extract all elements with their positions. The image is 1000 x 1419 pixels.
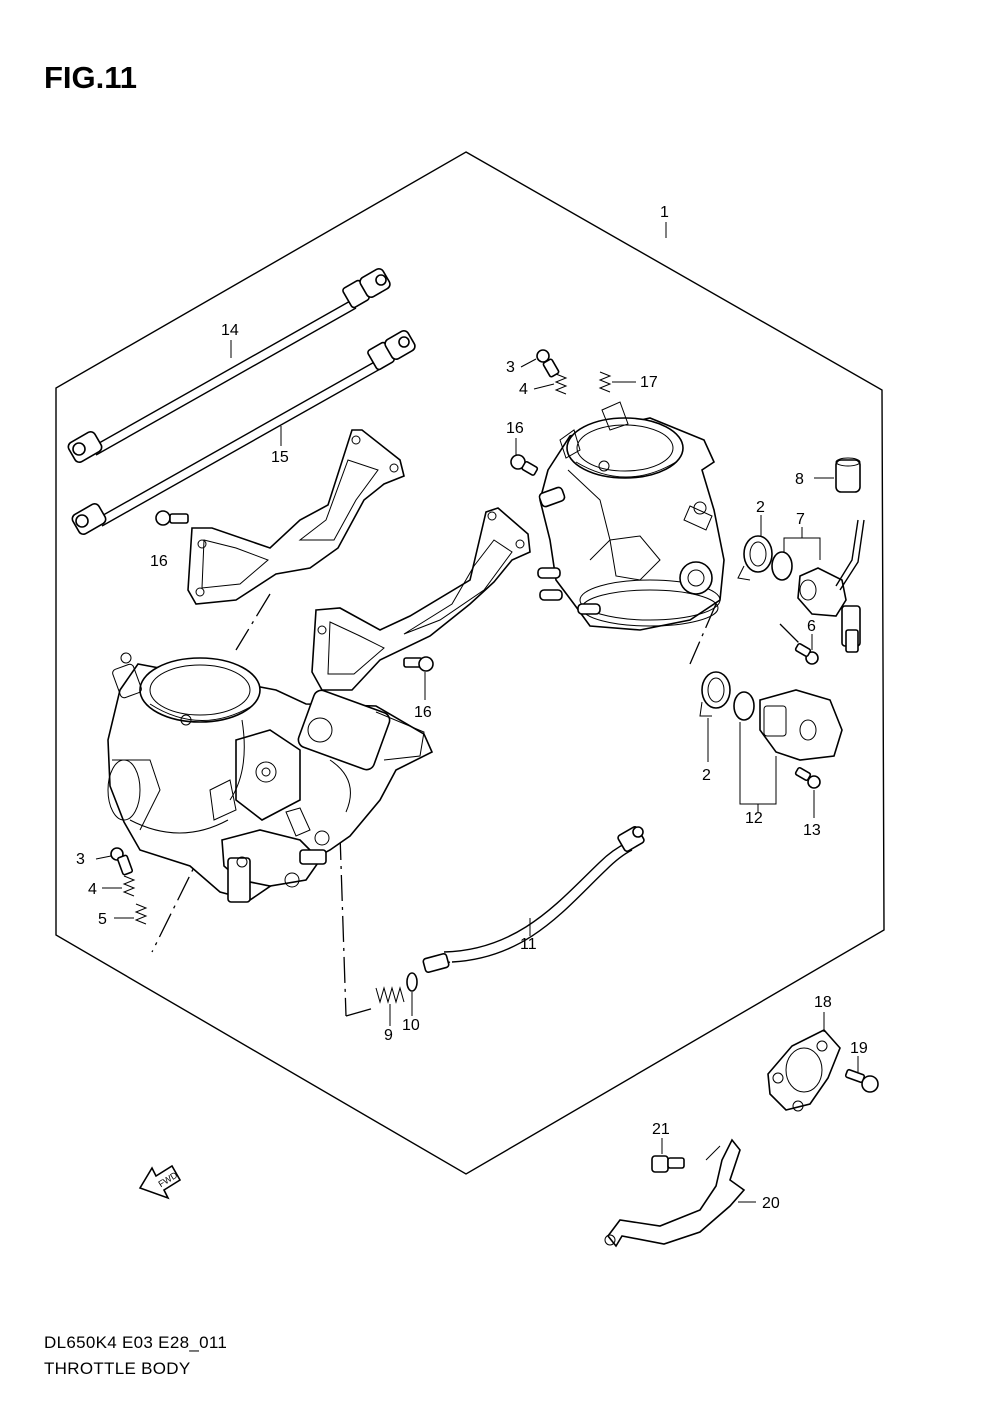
- callout-16-c: 16: [414, 704, 432, 721]
- part-8-sleeve: [835, 457, 861, 493]
- part-4-spring-lower: [122, 875, 136, 897]
- callout-4-a: 4: [519, 381, 528, 398]
- fwd-arrow-icon: FWD: [138, 1164, 182, 1200]
- part-16-screw-b: [510, 454, 539, 476]
- figure-title: FIG.11: [44, 60, 138, 95]
- part-3-screw-lower: [110, 847, 134, 876]
- callout-3-a: 3: [506, 359, 515, 376]
- assembly-outline: [55, 151, 885, 1175]
- callout-2-b: 2: [702, 767, 711, 784]
- part-3-screw-upper: [536, 349, 560, 378]
- callout-21: 21: [652, 1121, 670, 1138]
- callout-6: 6: [807, 618, 816, 635]
- throttle-body-left: [107, 652, 434, 903]
- throttle-bracket-center: [311, 507, 531, 691]
- callout-10: 10: [402, 1017, 420, 1034]
- part-5-spring: [134, 903, 148, 925]
- part-7-sensor: [771, 519, 865, 653]
- callout-13: 13: [803, 822, 821, 839]
- callout-20: 20: [762, 1195, 780, 1212]
- callout-18: 18: [814, 994, 832, 1011]
- callout-16-b: 16: [506, 420, 524, 437]
- part-17-spring: [598, 371, 612, 393]
- callout-17: 17: [640, 374, 658, 391]
- callout-19: 19: [850, 1040, 868, 1057]
- throttle-body-right: [537, 401, 725, 631]
- callout-14: 14: [221, 322, 239, 339]
- callout-3-b: 3: [76, 851, 85, 868]
- part-15-link-rod: [71, 330, 416, 535]
- part-10-washer: [406, 972, 418, 992]
- part-16-screw-c: [403, 656, 434, 672]
- callout-4-b: 4: [88, 881, 97, 898]
- callout-9: 9: [384, 1027, 393, 1044]
- part-11-cable: [422, 826, 645, 973]
- callout-11: 11: [520, 936, 537, 953]
- model-code: DL650K4 E03 E28_011: [44, 1333, 228, 1352]
- part-4-spring-upper: [554, 373, 568, 395]
- part-9-spring: [375, 986, 405, 1004]
- part-13-screw: [794, 766, 821, 789]
- callout-8: 8: [795, 471, 804, 488]
- throttle-bracket-upper: [187, 429, 405, 605]
- part-18-flange: [767, 1029, 841, 1112]
- section-name: THROTTLE BODY: [44, 1359, 191, 1378]
- part-20-bracket: [604, 1138, 746, 1248]
- callout-16-a: 16: [150, 553, 168, 570]
- part-19-screw: [844, 1068, 879, 1093]
- part-21-bolt: [651, 1155, 685, 1173]
- callout-15: 15: [271, 449, 289, 466]
- part-2-clamp-upper: [737, 535, 773, 581]
- part-16-screw-a: [155, 510, 189, 526]
- callout-7: 7: [796, 511, 805, 528]
- part-2-clamp-lower: [699, 671, 731, 717]
- part-14-link-rod: [67, 268, 391, 463]
- part-6-screw: [794, 642, 819, 665]
- callout-5: 5: [98, 911, 107, 928]
- callout-2-a: 2: [756, 499, 765, 516]
- callout-1: 1: [660, 204, 669, 221]
- callout-12: 12: [745, 810, 763, 827]
- part-12-tps-sensor: [733, 689, 843, 761]
